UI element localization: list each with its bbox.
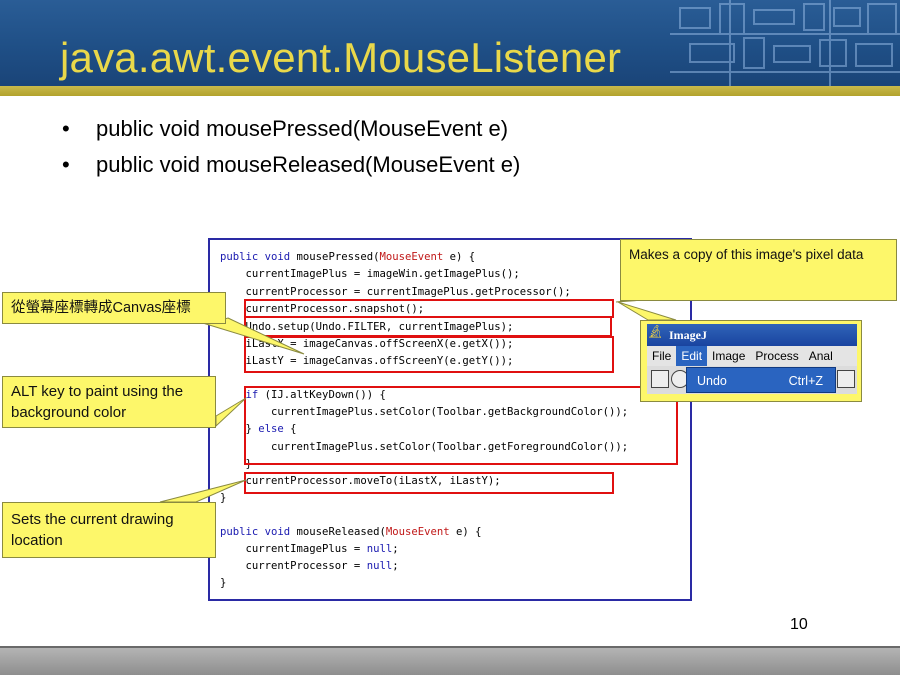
menu-process[interactable]: Process	[755, 349, 799, 363]
menu-image[interactable]: Image	[712, 349, 746, 363]
highlight-offscreen-coords	[244, 336, 614, 373]
code-panel	[208, 238, 692, 601]
text-tool-icon[interactable]	[837, 370, 855, 388]
code-line: Undo.setup(Undo.FILTER, currentImagePlus…	[220, 321, 514, 333]
slide-header: java.awt.event.MouseListener	[0, 0, 900, 86]
undo-label: Undo	[697, 374, 727, 388]
imagej-logo-icon: 🔬︎	[647, 324, 664, 339]
code-line: public void mousePressed(MouseEvent e) {	[220, 251, 476, 263]
circuit-pattern-decoration	[670, 0, 900, 86]
code-line: } else {	[220, 423, 297, 435]
menu-edit[interactable]: Edit	[676, 346, 708, 366]
page-number: 10	[790, 616, 808, 633]
bullet-item: •public void mouseReleased(MouseEvent e)	[62, 150, 520, 186]
header-accent-bar	[0, 86, 900, 96]
highlight-move-to	[244, 472, 614, 494]
code-line: currentProcessor = currentImagePlus.getP…	[220, 286, 571, 298]
callout-tail-imagej	[617, 301, 677, 321]
rectangle-tool-icon[interactable]	[651, 370, 669, 388]
bullet-item: •public void mousePressed(MouseEvent e)	[62, 114, 520, 150]
callout-snapshot: Makes a copy of this image's pixel data	[620, 239, 897, 301]
callout-screen-to-canvas: 從螢幕座標轉成Canvas座標	[2, 292, 226, 324]
slide-title: java.awt.event.MouseListener	[60, 34, 622, 81]
bullet-glyph: •	[62, 116, 70, 141]
menu-analyze[interactable]: Anal	[808, 349, 833, 363]
imagej-menubar: File Edit Image Process Anal	[647, 346, 857, 366]
undo-menu-item[interactable]: Undo Ctrl+Z	[686, 367, 836, 393]
bullet-list: •public void mousePressed(MouseEvent e) …	[62, 114, 520, 186]
callout-alt-key: ALT key to paint using the background co…	[2, 376, 216, 428]
callout-drawing-location: Sets the current drawing location	[2, 502, 216, 558]
code-line: iLastX = imageCanvas.offScreenX(e.getX()…	[220, 338, 514, 350]
slide-footer-bar	[0, 646, 900, 675]
code-line: currentProcessor = null;	[220, 560, 399, 572]
code-line: currentProcessor.snapshot();	[220, 303, 425, 315]
bullet-glyph: •	[62, 152, 70, 177]
code-line: currentImagePlus.setColor(Toolbar.getFor…	[220, 441, 629, 453]
callout-tail-alt-key	[215, 397, 247, 428]
callout-tail-drawing-location	[159, 479, 247, 503]
code-line: }	[220, 577, 227, 589]
menu-file[interactable]: File	[652, 349, 672, 363]
code-line: currentImagePlus.setColor(Toolbar.getBac…	[220, 406, 629, 418]
imagej-title-bar: ImageJ	[647, 324, 857, 346]
code-line: public void mouseReleased(MouseEvent e) …	[220, 526, 482, 538]
code-line: currentImagePlus = null;	[220, 543, 399, 555]
code-line: currentProcessor.moveTo(iLastX, iLastY);	[220, 475, 501, 487]
code-line: }	[220, 492, 227, 504]
undo-shortcut: Ctrl+Z	[788, 374, 823, 388]
highlight-alt-key-block	[244, 386, 678, 465]
code-line: iLastY = imageCanvas.offScreenY(e.getY()…	[220, 355, 514, 367]
code-line: currentImagePlus = imageWin.getImagePlus…	[220, 268, 520, 280]
code-line: if (IJ.altKeyDown()) {	[245, 389, 386, 401]
